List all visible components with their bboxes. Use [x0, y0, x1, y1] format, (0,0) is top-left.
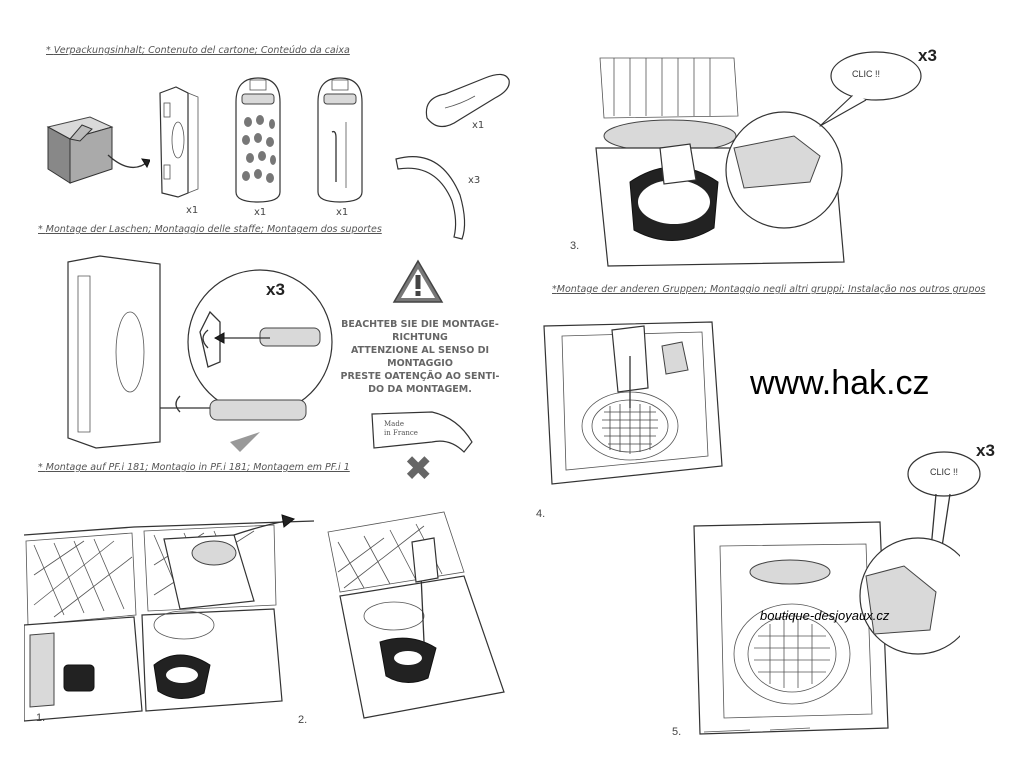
- filter-b-illustration: [317, 77, 363, 203]
- x3-label-a: x3: [918, 46, 937, 65]
- clic-bubble-a: [819, 51, 922, 127]
- scoop-illustration: [425, 73, 510, 128]
- mounting-warning: BEACHTEB SIE DIE MONTAGE- RICHTUNG ATTEN…: [340, 319, 500, 395]
- step4-number: 4.: [536, 508, 546, 520]
- wrong-cross-icon: ✖: [404, 449, 433, 489]
- clic-label-a: CLIC !!: [852, 69, 881, 79]
- filter-a-qty: x1: [254, 207, 267, 218]
- filter-b-qty: x1: [336, 207, 349, 218]
- made-in-france-tag: [371, 411, 473, 453]
- step4-illustration: [543, 321, 723, 485]
- warning-icon: [392, 259, 444, 303]
- watermark-hak: www.hak.cz: [750, 364, 930, 402]
- tabs-mount-illustration: [67, 255, 333, 452]
- step5-illustration: [693, 521, 960, 735]
- mount-heading: * Montage auf PF.i 181; Montagio in PF.i…: [38, 462, 350, 473]
- filter-a-illustration: [235, 77, 281, 203]
- tag-text: Made in France: [384, 420, 418, 437]
- step1-illustration: [24, 514, 314, 722]
- clic-label-b: CLIC !!: [930, 467, 959, 477]
- step5-number: 5.: [672, 726, 682, 738]
- step1-number: 1.: [36, 712, 46, 724]
- step2-illustration: [327, 511, 505, 719]
- step3-number: 3.: [570, 240, 580, 252]
- scoop-qty: x1: [472, 120, 485, 131]
- step3-illustration: [595, 57, 845, 267]
- bracket-qty: x1: [186, 205, 199, 216]
- tabs-qty: x3: [266, 280, 285, 299]
- box-illustration: [46, 116, 150, 184]
- groups-heading: *Montage der anderen Gruppen; Montaggio …: [552, 284, 986, 295]
- x3-label-b: x3: [976, 441, 995, 460]
- bracket-illustration: [159, 86, 199, 198]
- watermark-boutique: boutique-desjoyaux.cz: [760, 608, 890, 623]
- contents-heading: * Verpackungsinhalt; Contenuto del carto…: [46, 45, 350, 56]
- arc-qty: x3: [468, 175, 481, 186]
- arc-clip-illustration: [395, 156, 466, 240]
- tabs-heading: * Montage der Laschen; Montaggio delle s…: [38, 224, 382, 235]
- step2-number: 2.: [298, 714, 308, 726]
